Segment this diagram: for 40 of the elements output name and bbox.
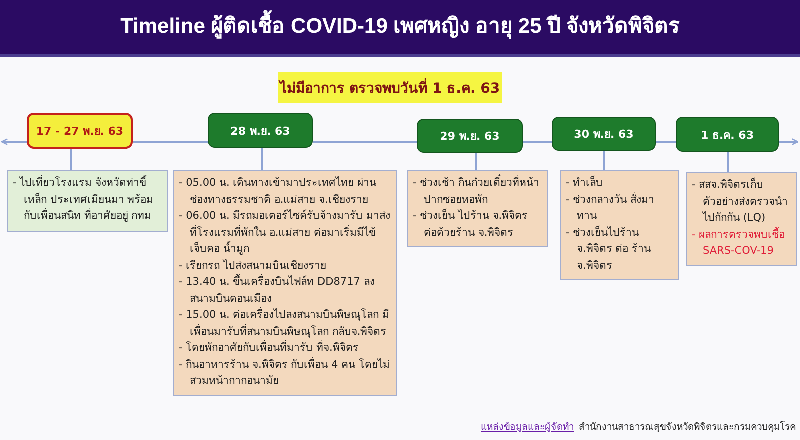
list-item: - ไปเที่ยวโรงแรม จังหวัดท่าขี้เหล็ก ประเทศเมียนมา พร้อมกับเพื่อนสนิท ที่อาศัยอยู่ กทม	[13, 175, 155, 224]
title-banner: Timeline ผู้ติดเชื้อ COVID-19 เพศหญิง อายุ 25 ปี จังหวัดพิจิตร	[0, 0, 800, 57]
source-text: สำนักงานสาธารณสุขจังหวัดพิจิตรและกรมควบคุมโรค	[579, 422, 796, 433]
connector-line	[133, 141, 208, 143]
date-box: 17 - 27 พ.ย. 63	[27, 113, 133, 149]
list-item: - 05.00 น. เดินทางเข้ามาประเทศไทย ผ่านช่องทางธรรมชาติ อ.แม่สาย จ.เชียงราย	[179, 176, 378, 208]
list-item: - ช่วงเย็น ไปร้าน จ.พิจิตร ต่อด้วยร้าน จ.พิจิตร	[413, 208, 530, 240]
connector-line	[261, 148, 263, 170]
date-box: 29 พ.ย. 63	[417, 119, 523, 153]
connector-line	[313, 141, 417, 143]
date-box: 30 พ.ย. 63	[552, 117, 656, 151]
connector-line	[727, 152, 729, 172]
note-box	[407, 170, 548, 247]
list-item: - ช่วงเย็นไปร้าน จ.พิจิตร ต่อ ร้าน จ.พิจิตร	[566, 224, 652, 274]
list-item: - โดยพักอาศัยกับเพื่อนที่มารับ ที่จ.พิจิตร	[179, 340, 360, 356]
list-item: - 06.00 น. มีรถมอเตอร์ไซค์รับจ้างมารับ มาส่งที่โรงแรมที่พักใน อ.แม่สาย ต่อมาเริ่มมีไข้ เจ็บคอ น้ำมูก	[179, 208, 391, 257]
connector-line	[70, 149, 72, 170]
list-item: - ช่วงกลางวัน สั่งมาทาน	[566, 192, 656, 224]
connector-line	[603, 151, 605, 170]
date-box: 28 พ.ย. 63	[208, 113, 313, 148]
connector-line	[656, 141, 676, 143]
timeline-arrow	[1, 138, 27, 146]
list-item: - กินอาหารร้าน จ.พิจิตร กับเพื่อน 4 คน โดยไม่สวมหน้ากากอนามัย	[179, 356, 391, 389]
list-item: - ผลการตรวจพบเชื้อ SARS-COV-19	[692, 226, 786, 259]
note-box	[7, 170, 168, 232]
source-link: แหล่งข้อมูลและผู้จัดทำ	[481, 422, 574, 433]
note-box	[560, 170, 679, 280]
note-box	[686, 172, 797, 266]
list-item: - สสจ.พิจิตรเก็บตัวอย่างส่งตรวจนำไปกักกัน (LQ)	[692, 177, 789, 226]
list-item: - 13.40 น. ขึ้นเครื่องบินไฟล์ท DD8717 ลงสนามบินดอนเมือง	[179, 274, 376, 306]
list-item: - ช่วงเช้า กินก๋วยเตี๋ยวที่หน้าปากซอยหอพัก	[413, 175, 542, 208]
connector-line	[523, 141, 552, 143]
list-item: - เรียกรถ ไปส่งสนามบินเชียงราย	[179, 258, 328, 274]
list-item: - ทำเล็บ	[566, 175, 604, 191]
connector-line	[475, 153, 477, 170]
note-box	[173, 170, 397, 396]
date-box: 1 ธ.ค. 63	[676, 117, 779, 152]
timeline-arrow	[779, 138, 799, 146]
list-item: - 15.00 น. ต่อเครื่องไปลงสนามบินพิษณุโลก มีเพื่อนมารับที่สนามบินพิษณุโลก กลับจ.พิจิตร	[179, 307, 391, 340]
highlight-banner: ไม่มีอาการ ตรวจพบวันที่ 1 ธ.ค. 63	[278, 72, 502, 103]
